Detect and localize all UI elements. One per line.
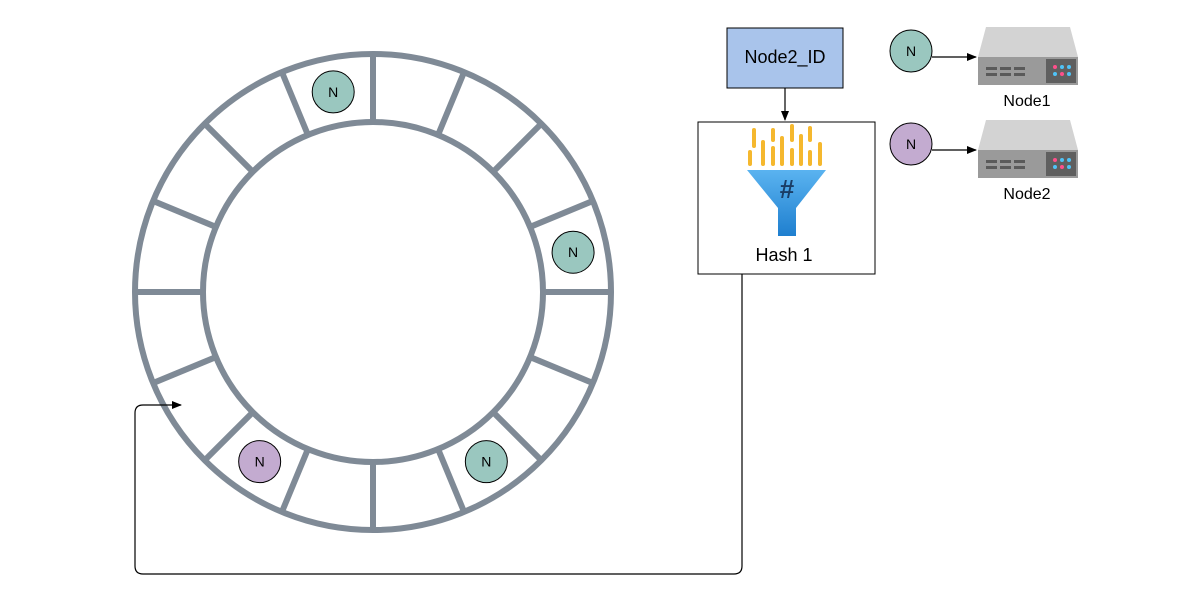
server-label: Node1 — [1003, 93, 1050, 110]
ring-inner — [200, 119, 546, 465]
ring-divider — [151, 354, 218, 386]
server-icon — [978, 120, 1078, 178]
hash-to-ring-connector — [134, 274, 743, 575]
ring-nodes: N N N N — [238, 70, 595, 484]
legend-row: N Node1 — [889, 27, 1078, 110]
hash-box: # Hash 1 — [697, 121, 876, 275]
legend-node-circle — [889, 29, 933, 73]
ring-divider — [279, 447, 311, 514]
ring-divider — [151, 198, 218, 230]
server-label: Node2 — [1003, 186, 1050, 203]
ring-dividers — [135, 54, 611, 530]
ring-divider — [491, 121, 544, 174]
ring-node-label: N — [328, 84, 338, 100]
legend-row: N Node2 — [889, 120, 1078, 203]
ring-node-label: N — [255, 454, 265, 470]
legend-node-label: N — [906, 136, 916, 152]
ring-divider — [202, 121, 255, 174]
server-icon — [978, 27, 1078, 85]
node-id-box: Node2_ID — [726, 27, 844, 89]
ring-node: N — [238, 440, 282, 484]
ring-divider — [435, 70, 467, 137]
legend-node-circle — [889, 122, 933, 166]
ring-node: N — [311, 70, 355, 114]
ring-node-label: N — [481, 454, 491, 470]
ring-divider — [279, 70, 311, 137]
ring-divider — [491, 410, 544, 463]
ring-divider — [528, 198, 595, 230]
funnel-hash-icon: # — [747, 124, 826, 236]
svg-text:#: # — [780, 174, 795, 204]
hash-label: Hash 1 — [755, 245, 812, 265]
ring-divider — [435, 447, 467, 514]
ring-divider — [202, 410, 255, 463]
ring-node: N — [551, 230, 595, 274]
ring-node: N — [464, 440, 508, 484]
ring-node-label: N — [568, 244, 578, 260]
legend-node-label: N — [906, 43, 916, 59]
ring-divider — [528, 354, 595, 386]
node-id-label: Node2_ID — [744, 47, 825, 68]
hash-ring: N N N N — [132, 51, 614, 533]
